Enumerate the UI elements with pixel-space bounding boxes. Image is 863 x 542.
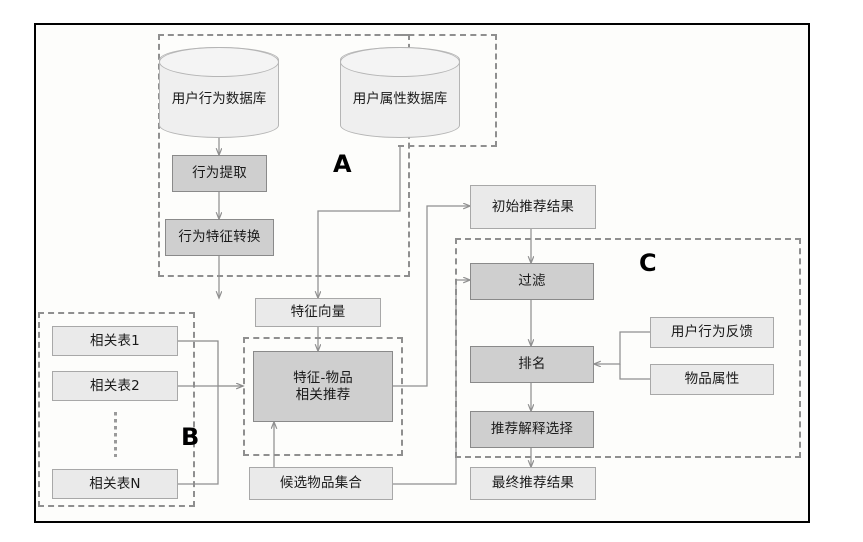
region-b-boundary — [38, 312, 195, 507]
region-c-boundary — [455, 238, 801, 458]
node-candidate-item-set[interactable]: 候选物品集合 — [249, 467, 393, 500]
cylinder-cap — [339, 46, 461, 77]
node-user-feedback[interactable]: 用户行为反馈 — [650, 317, 774, 348]
region-a-boundary — [158, 34, 410, 277]
node-ranking[interactable]: 排名 — [470, 346, 594, 383]
node-related-table-2[interactable]: 相关表2 — [52, 371, 178, 401]
node-label: 相关表1 — [90, 332, 140, 349]
node-related-table-n[interactable]: 相关表N — [52, 469, 178, 499]
node-label: 相关表N — [89, 475, 141, 492]
node-label: 候选物品集合 — [279, 475, 363, 492]
cylinder-cap — [158, 46, 280, 77]
node-behavior-extract[interactable]: 行为提取 — [172, 155, 267, 192]
region-a-notch — [398, 34, 497, 147]
region-c-label: C — [639, 249, 657, 277]
ellipsis-icon — [114, 412, 117, 457]
node-label: 用户行为反馈 — [670, 324, 754, 341]
node-related-table-1[interactable]: 相关表1 — [52, 326, 178, 356]
node-filter[interactable]: 过滤 — [470, 263, 594, 300]
node-behavior-transform[interactable]: 行为特征转换 — [165, 219, 274, 256]
node-label: 排名 — [518, 356, 546, 373]
node-label: 用户属性数据库 — [352, 90, 448, 107]
region-b-label: B — [181, 423, 200, 451]
node-label: 行为提取 — [192, 165, 247, 182]
region-core-boundary — [243, 337, 403, 456]
region-a-label: A — [333, 150, 352, 178]
node-label: 物品属性 — [684, 371, 740, 388]
node-user-profile-db[interactable]: 用户属性数据库 — [339, 46, 461, 138]
node-feature-item-recommend[interactable]: 特征-物品 相关推荐 — [253, 351, 393, 422]
node-label: 特征向量 — [290, 304, 346, 321]
node-label: 行为特征转换 — [178, 229, 261, 246]
node-item-attributes[interactable]: 物品属性 — [650, 364, 774, 395]
node-label: 用户行为数据库 — [171, 90, 267, 107]
node-label: 相关表2 — [90, 377, 140, 394]
node-final-result[interactable]: 最终推荐结果 — [470, 467, 596, 500]
node-label: 初始推荐结果 — [491, 198, 575, 215]
node-label: 最终推荐结果 — [491, 475, 575, 492]
node-feature-vector[interactable]: 特征向量 — [255, 298, 381, 327]
node-explain-select[interactable]: 推荐解释选择 — [470, 411, 594, 448]
node-label: 过滤 — [518, 273, 546, 290]
node-label: 推荐解释选择 — [490, 421, 574, 438]
node-user-behavior-db[interactable]: 用户行为数据库 — [158, 46, 280, 138]
node-label: 特征-物品 相关推荐 — [293, 370, 353, 403]
node-initial-result[interactable]: 初始推荐结果 — [470, 185, 596, 229]
